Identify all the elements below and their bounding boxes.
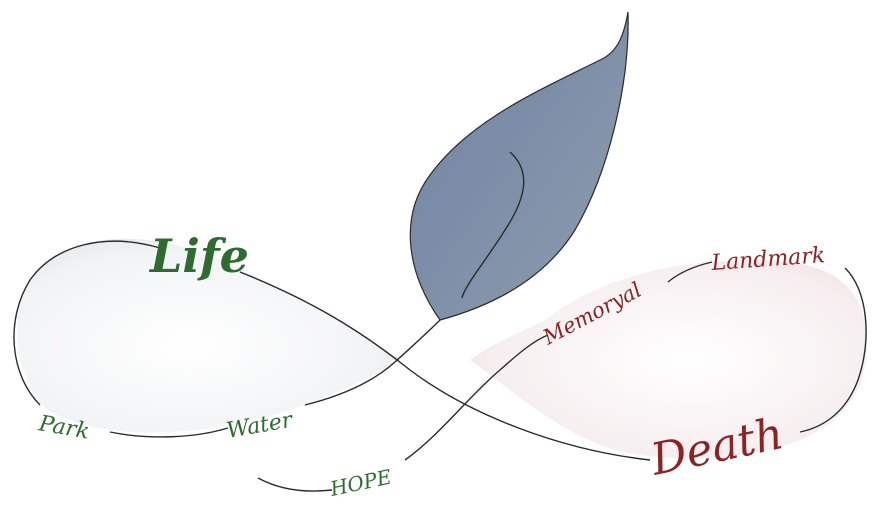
leaf-shape (410, 12, 628, 320)
hope-lead-line (258, 478, 332, 491)
word-life: Life (148, 229, 249, 283)
stem-line (395, 320, 440, 362)
right-loop-shade (470, 260, 867, 458)
word-hope: HOPE (327, 464, 394, 501)
